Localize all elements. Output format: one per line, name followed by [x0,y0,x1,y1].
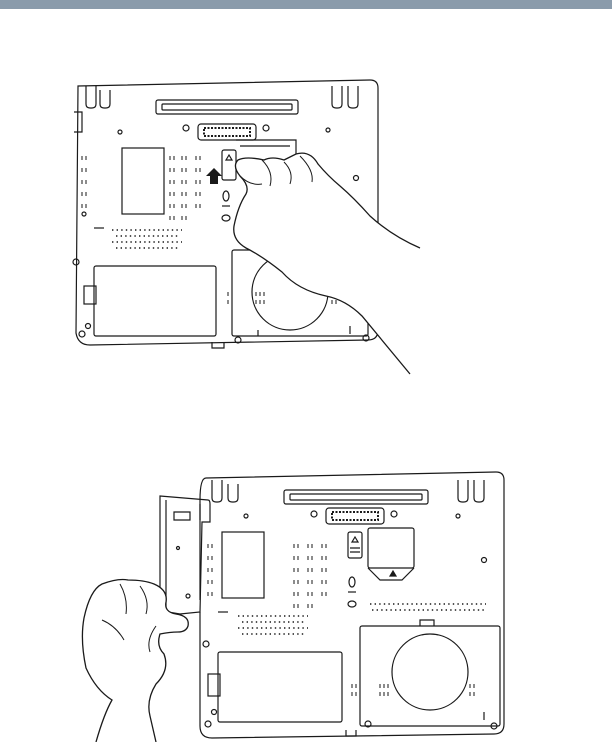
header-bar [0,0,612,9]
hand-icon [82,580,188,742]
release-latch-illustration [0,60,612,380]
remove-module-illustration [0,466,612,742]
arrow-up-icon [206,168,222,184]
figure-remove-module [0,466,612,742]
figure-release-latch [0,60,612,380]
bay-module [160,496,210,614]
